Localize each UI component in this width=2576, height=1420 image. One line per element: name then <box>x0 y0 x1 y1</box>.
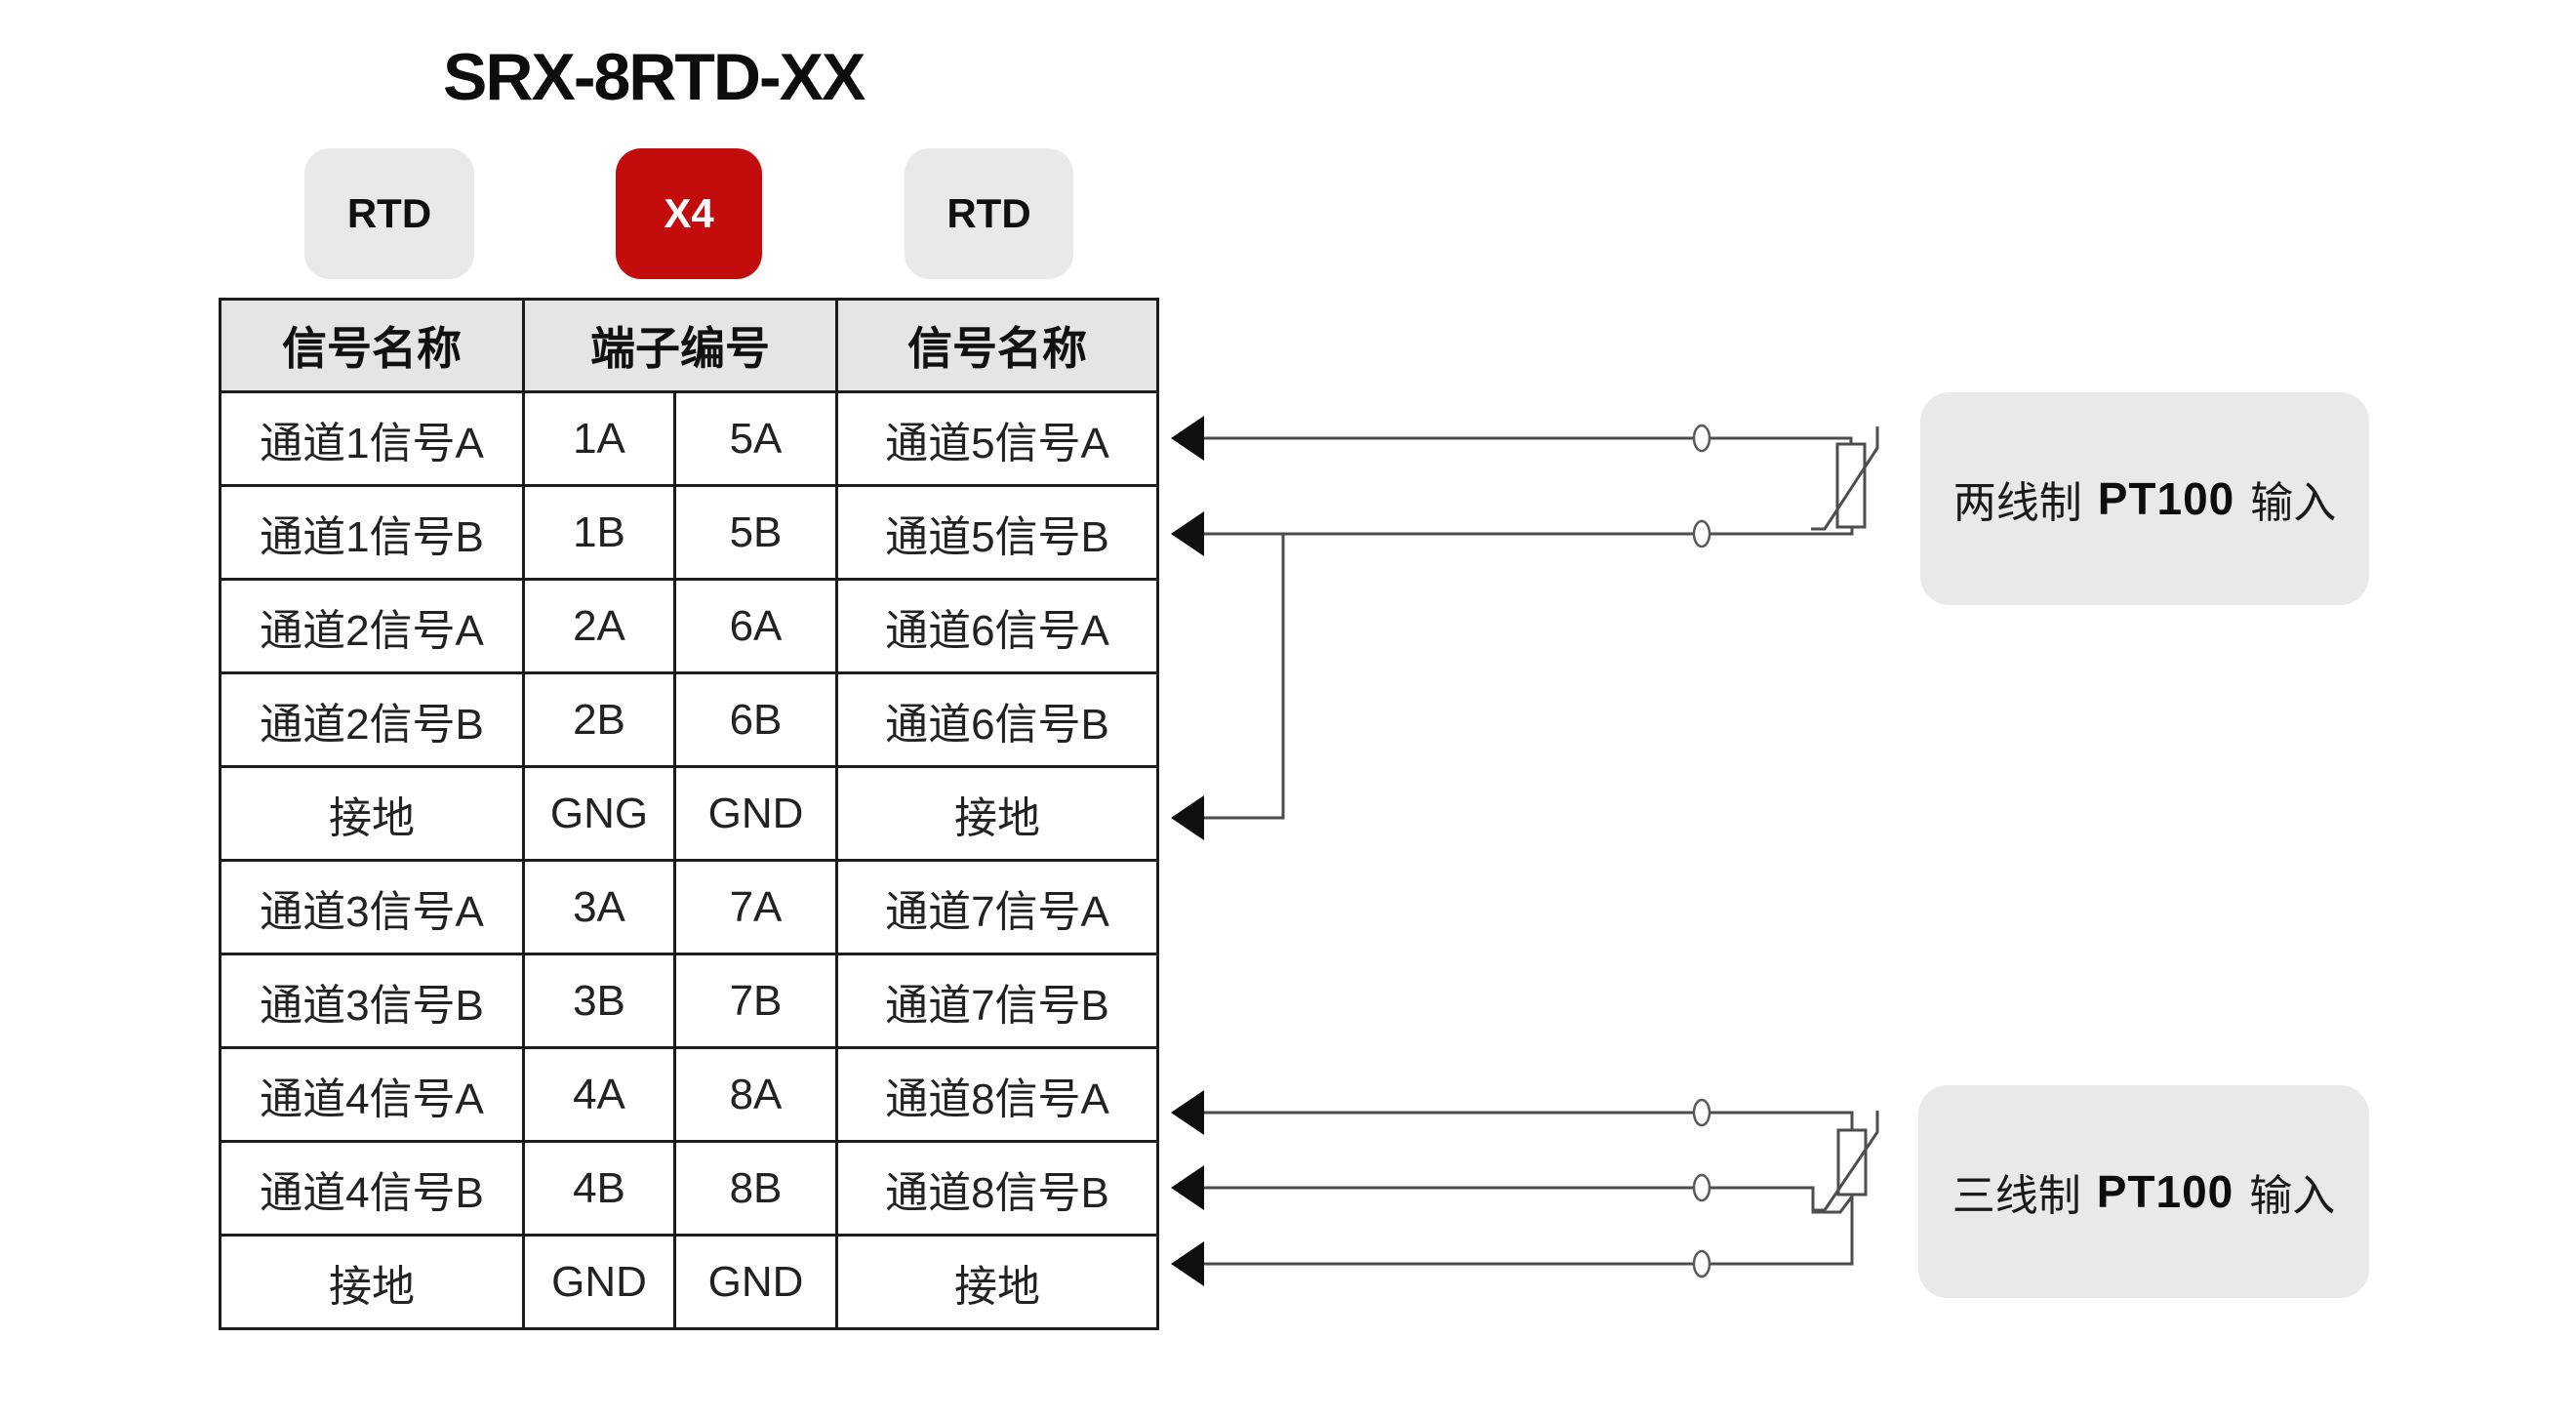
cell-signal-left: 通道4信号A <box>219 1046 525 1143</box>
table-row: 通道4信号A 4A 8A 通道8信号A <box>219 1046 1159 1143</box>
terminal-node-icon <box>1692 1098 1711 1127</box>
terminal-node-icon <box>1692 519 1711 548</box>
callout-two-wire: 两线制 PT100 输入 <box>1920 392 2369 605</box>
badge-rtd-right: RTD <box>905 148 1073 279</box>
cell-signal-right: 通道6信号A <box>835 578 1159 674</box>
cell-signal-right: 通道8信号B <box>835 1140 1159 1237</box>
terminal-node-icon <box>1692 1173 1711 1202</box>
badge-x4: X4 <box>616 148 762 279</box>
table-row: 通道1信号B 1B 5B 通道5信号B <box>219 484 1159 581</box>
wire-ch8b <box>1202 1186 1854 1214</box>
cell-terminal-b: 5A <box>673 390 838 487</box>
table-row: 通道3信号A 3A 7A 通道7信号A <box>219 859 1159 955</box>
callout-pt100: PT100 <box>2096 1166 2234 1217</box>
cell-terminal-a: 1B <box>522 484 676 581</box>
badge-rtd-left: RTD <box>304 148 474 279</box>
wire-gnd-branch <box>1204 534 1285 820</box>
arrow-left-icon <box>1171 416 1204 461</box>
col-header-terminal: 端子编号 <box>522 298 838 393</box>
three-wire-circuit <box>1171 1090 1879 1286</box>
cell-terminal-a: 3A <box>522 859 676 955</box>
cell-terminal-b: 5B <box>673 484 838 581</box>
col-header-signal-left: 信号名称 <box>219 298 525 393</box>
cell-signal-left: 通道1信号A <box>219 390 525 487</box>
terminal-node-icon <box>1692 1249 1711 1278</box>
cell-terminal-b: 6B <box>673 671 838 768</box>
cell-terminal-a: 2B <box>522 671 676 768</box>
arrow-left-icon <box>1171 795 1204 840</box>
cell-signal-right: 通道8信号A <box>835 1046 1159 1143</box>
cell-terminal-b: 8B <box>673 1140 838 1237</box>
wire-ch8a <box>1202 1111 1854 1130</box>
rtd-sensor-icon <box>1811 426 1879 531</box>
rtd-sensor-icon <box>1812 1111 1879 1212</box>
arrow-left-icon <box>1171 1090 1204 1135</box>
cell-terminal-b: 7A <box>673 859 838 955</box>
badge-label: RTD <box>946 190 1031 236</box>
table-row-ground: 接地 GND GND 接地 <box>219 1234 1159 1330</box>
arrow-left-icon <box>1171 511 1204 556</box>
cell-terminal-b: GND <box>673 765 838 862</box>
table-row: 通道3信号B 3B 7B 通道7信号B <box>219 953 1159 1049</box>
cell-signal-left: 通道3信号A <box>219 859 525 955</box>
cell-terminal-a: GNG <box>522 765 676 862</box>
cell-signal-right: 接地 <box>835 1234 1159 1330</box>
arrow-left-icon <box>1171 1165 1204 1210</box>
callout-suffix: 输入 <box>2250 479 2337 527</box>
page-title: SRX-8RTD-XX <box>443 40 865 114</box>
terminal-table: 信号名称 端子编号 信号名称 通道1信号A 1A 5A 通道5信号A 通道1信号… <box>219 298 1159 1330</box>
cell-terminal-b: 6A <box>673 578 838 674</box>
cell-terminal-a: GND <box>522 1234 676 1330</box>
cell-signal-left: 通道2信号B <box>219 671 525 768</box>
table-row: 通道1信号A 1A 5A 通道5信号A <box>219 390 1159 487</box>
cell-terminal-a: 4B <box>522 1140 676 1237</box>
cell-terminal-b: 8A <box>673 1046 838 1143</box>
wire-gnd <box>1202 1195 1854 1266</box>
wire-ch5b <box>1202 527 1854 536</box>
cell-signal-left: 通道4信号B <box>219 1140 525 1237</box>
wire-ch5a <box>1202 436 1853 444</box>
cell-signal-right: 通道5信号B <box>835 484 1159 581</box>
table-row: 通道2信号B 2B 6B 通道6信号B <box>219 671 1159 768</box>
cell-terminal-a: 1A <box>522 390 676 487</box>
cell-signal-left: 接地 <box>219 765 525 862</box>
table-header-row: 信号名称 端子编号 信号名称 <box>219 298 1159 393</box>
cell-terminal-a: 3B <box>522 953 676 1049</box>
cell-signal-left: 通道3信号B <box>219 953 525 1049</box>
cell-signal-right: 通道5信号A <box>835 390 1159 487</box>
badge-label: RTD <box>346 190 432 236</box>
terminal-node-icon <box>1692 424 1711 453</box>
table-row: 通道2信号A 2A 6A 通道6信号A <box>219 578 1159 674</box>
cell-signal-right: 接地 <box>835 765 1159 862</box>
cell-signal-left: 接地 <box>219 1234 525 1330</box>
badge-label: X4 <box>664 190 714 236</box>
col-header-signal-right: 信号名称 <box>835 298 1159 393</box>
callout-three-wire: 三线制 PT100 输入 <box>1918 1085 2369 1298</box>
arrow-left-icon <box>1171 1241 1204 1286</box>
cell-terminal-a: 4A <box>522 1046 676 1143</box>
callout-prefix: 两线制 <box>1952 479 2082 527</box>
cell-signal-right: 通道7信号B <box>835 953 1159 1049</box>
cell-terminal-b: GND <box>673 1234 838 1330</box>
callout-prefix: 三线制 <box>1952 1172 2081 1220</box>
table-row-ground: 接地 GNG GND 接地 <box>219 765 1159 862</box>
cell-terminal-b: 7B <box>673 953 838 1049</box>
cell-terminal-a: 2A <box>522 578 676 674</box>
cell-signal-right: 通道7信号A <box>835 859 1159 955</box>
table-row: 通道4信号B 4B 8B 通道8信号B <box>219 1140 1159 1237</box>
callout-pt100: PT100 <box>2097 473 2235 524</box>
two-wire-circuit <box>1171 416 1879 840</box>
cell-signal-left: 通道2信号A <box>219 578 525 674</box>
callout-suffix: 输入 <box>2249 1172 2336 1220</box>
cell-signal-left: 通道1信号B <box>219 484 525 581</box>
cell-signal-right: 通道6信号B <box>835 671 1159 768</box>
